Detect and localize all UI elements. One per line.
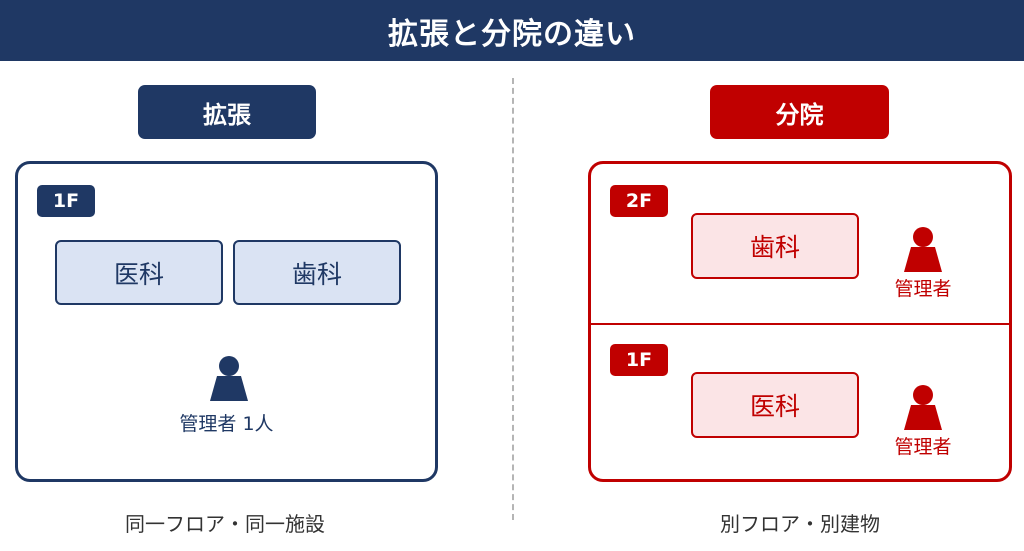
person-icon bbox=[904, 385, 942, 430]
floor-separator bbox=[591, 323, 1009, 325]
manager-label: 管理者 1人 bbox=[179, 413, 274, 435]
manager-label-2f: 管理者 bbox=[894, 278, 952, 300]
header-bar: 拡張と分院の違い bbox=[0, 0, 1024, 61]
manager-label-1f: 管理者 bbox=[894, 436, 952, 458]
expansion-caption: 同一フロア・同一施設 bbox=[125, 512, 325, 536]
branch-caption: 別フロア・別建物 bbox=[720, 512, 880, 536]
person-icon bbox=[904, 227, 942, 272]
page-title: 拡張と分院の違い bbox=[388, 16, 636, 52]
expansion-panel: 1F 医科 歯科 管理者 1人 bbox=[15, 161, 438, 482]
expansion-heading: 拡張 bbox=[138, 85, 316, 139]
branch-panel: 2F 歯科 管理者 1F 医科 管理者 bbox=[588, 161, 1012, 482]
floor-badge-2f: 2F bbox=[610, 185, 668, 217]
room-medical: 医科 bbox=[691, 372, 859, 438]
floor-badge-1f: 1F bbox=[610, 344, 668, 376]
floor-badge-1f: 1F bbox=[37, 185, 95, 217]
room-dental: 歯科 bbox=[691, 213, 859, 279]
room-medical: 医科 bbox=[55, 240, 223, 305]
center-divider bbox=[512, 78, 514, 520]
room-dental: 歯科 bbox=[233, 240, 401, 305]
branch-heading: 分院 bbox=[710, 85, 889, 139]
person-icon bbox=[210, 356, 248, 401]
